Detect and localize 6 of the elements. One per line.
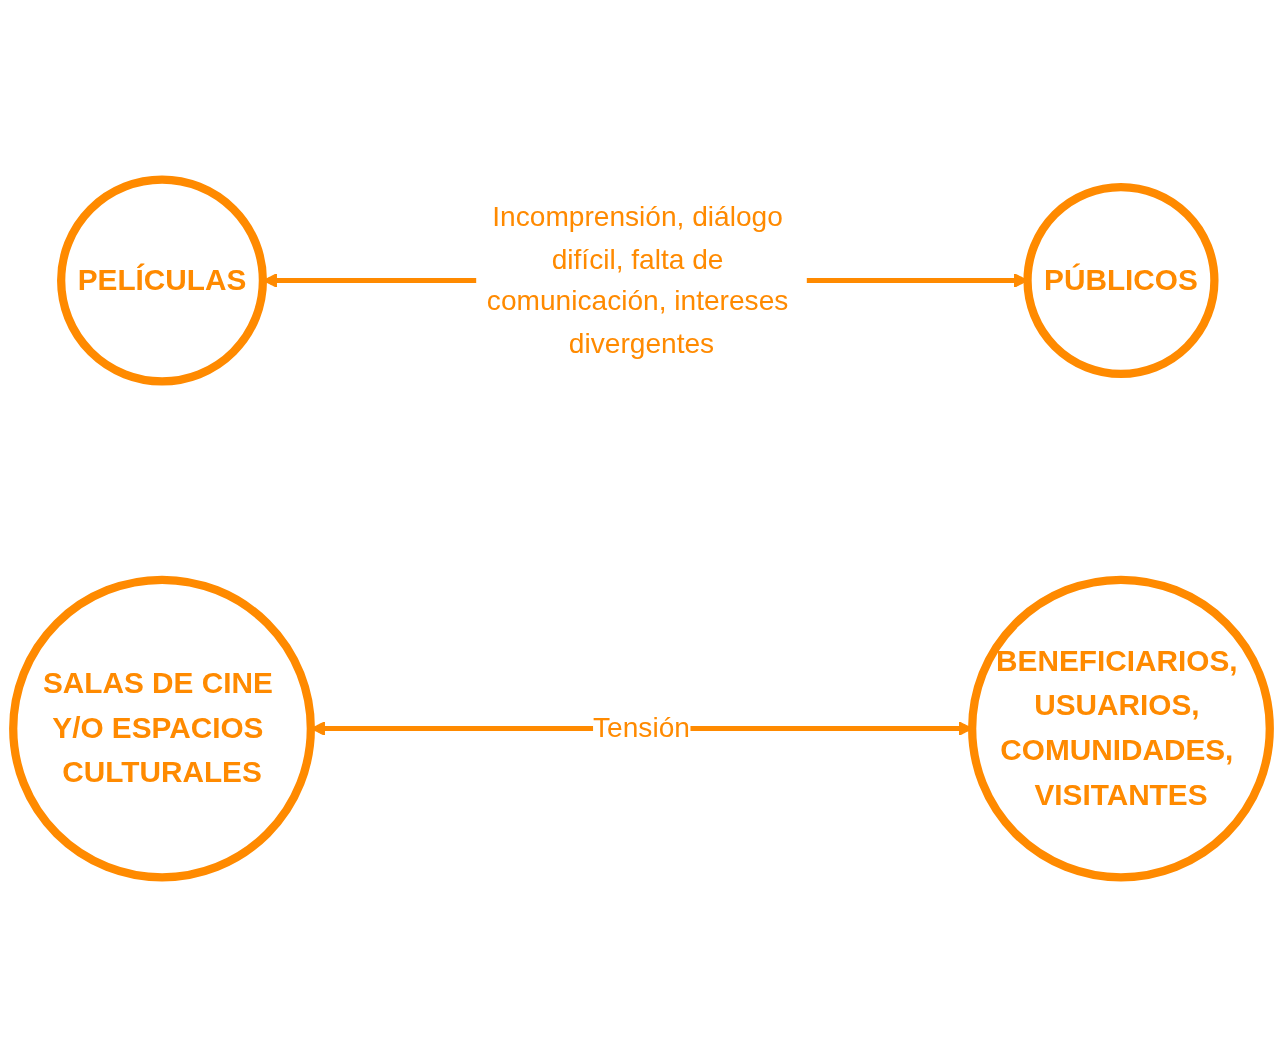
node-circle: BENEFICIARIOS, USUARIOS, COMUNIDADES, VISITANTES [968,575,1274,882]
node-circle: SALAS DE CINE Y/O ESPACIOS CULTURALES [9,575,315,882]
edge-label: Tensión [593,712,690,744]
node-circle: PELÍCULAS [57,175,268,386]
node-circle: PÚBLICOS [1023,182,1219,379]
edge-label: Incomprensión, diálogo difícil, falta de comunicación, intereses divergentes [486,201,789,360]
